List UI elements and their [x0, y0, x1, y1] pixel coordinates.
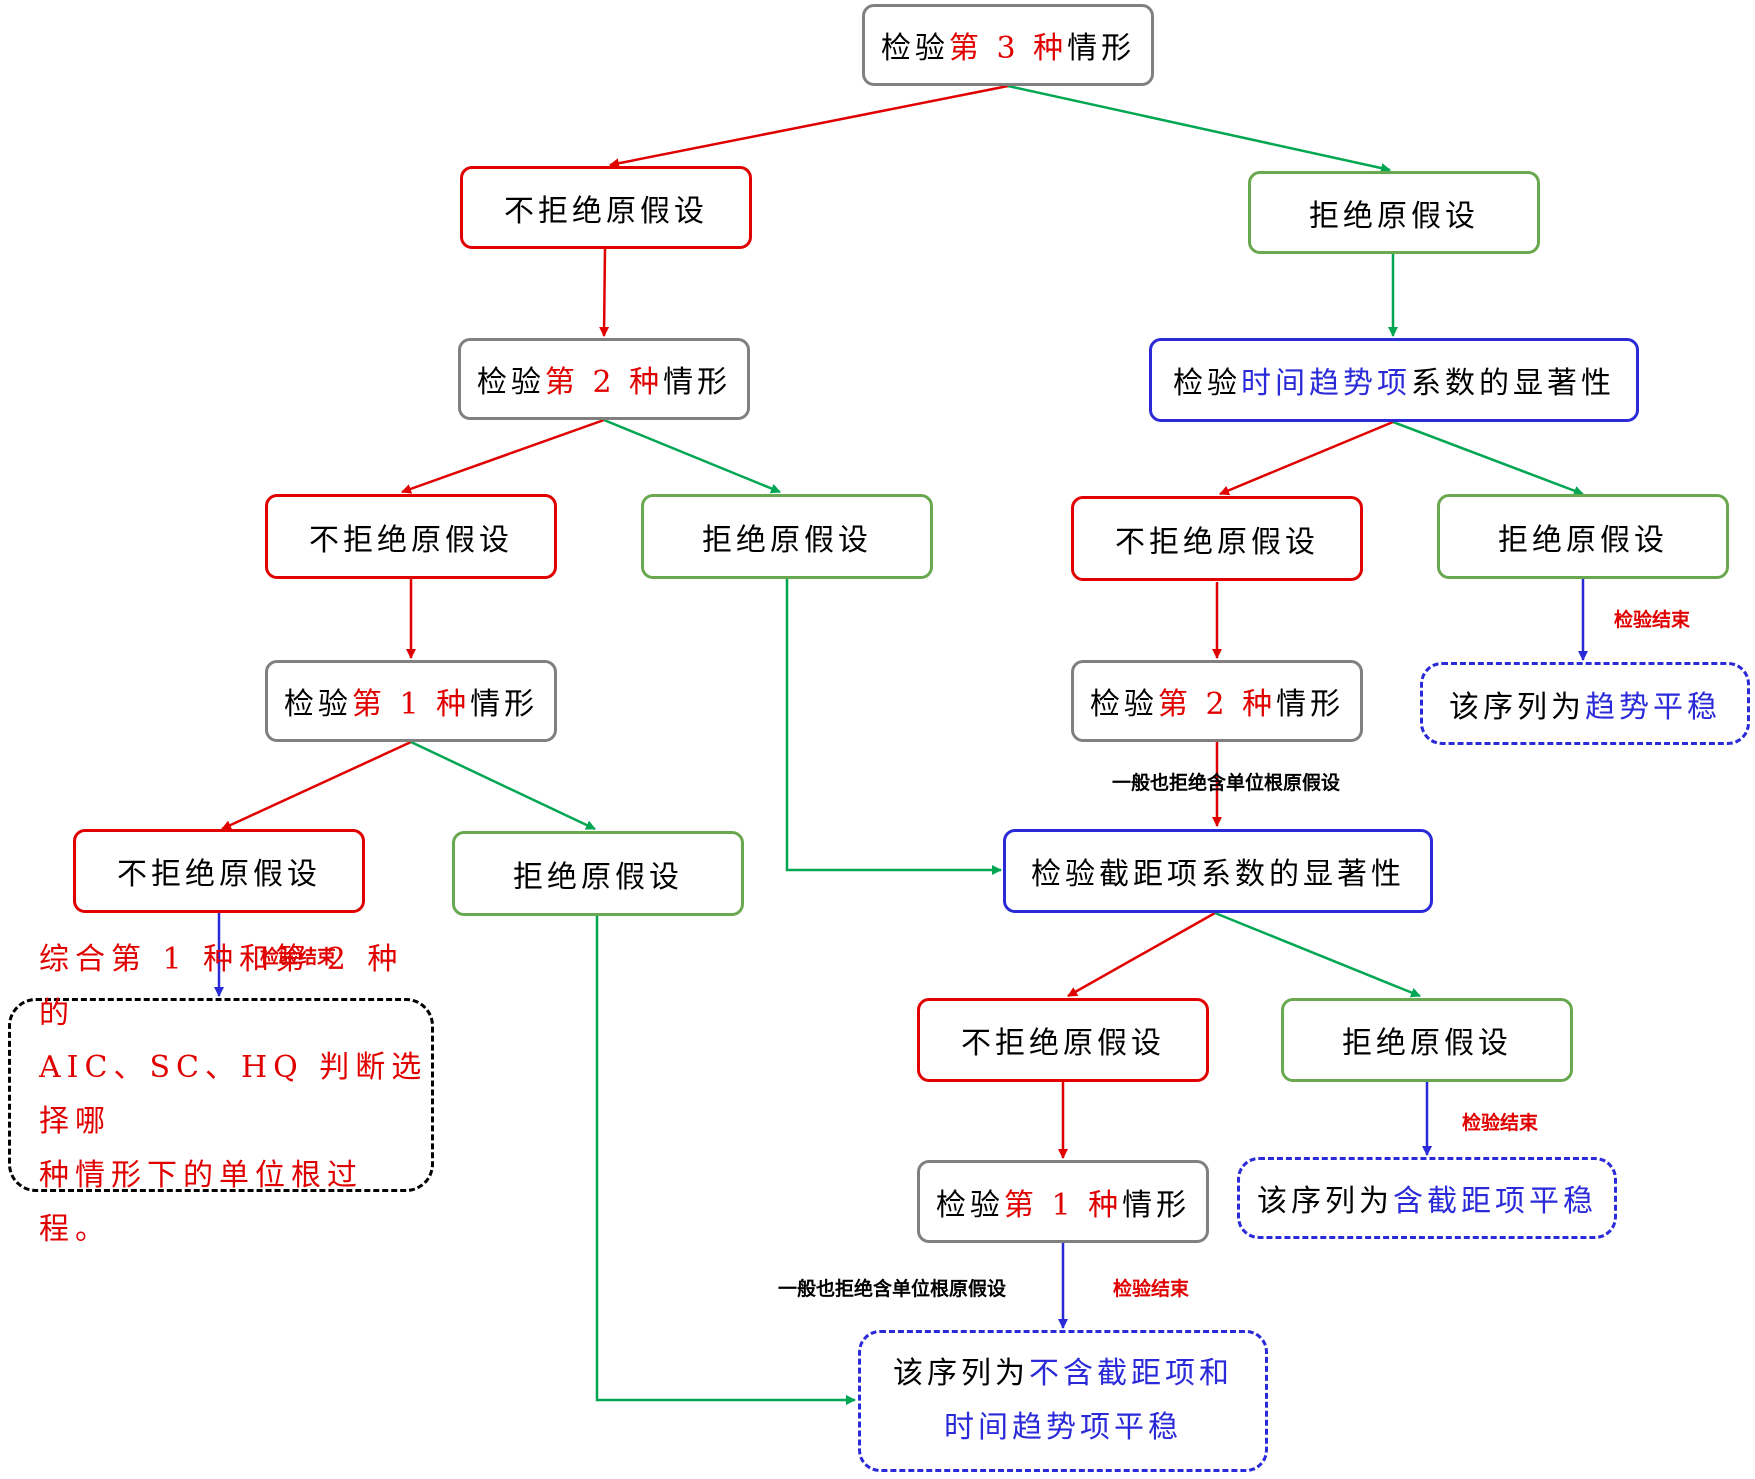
- edge-case2a-accept: [401, 418, 605, 494]
- note-end-no-intercept: 检验结束: [1113, 1278, 1190, 1300]
- node-case1a: 检验第 1 种情形: [265, 660, 557, 742]
- node-c1-accept: 不拒绝原假设: [73, 829, 365, 913]
- edge-case1a-accept: [221, 740, 412, 831]
- edge-case3-reject: [1007, 84, 1391, 173]
- node-case1a-highlight: 第 1 种: [351, 687, 471, 722]
- edge-trend-accept: [1219, 420, 1394, 496]
- edge-accept-case2a: [599, 247, 610, 337]
- node-case1b-highlight: 第 1 种: [1003, 1187, 1123, 1223]
- node-combine: 综合第 1 种和第 2 种的 AIC、SC、HQ 判断选择哪 种情形下的单位根过…: [8, 942, 434, 1247]
- node-case1b-prefix: 检验: [935, 1187, 1004, 1223]
- node-no-intercept-prefix: 该序列为: [893, 1356, 1029, 1391]
- node-case2b-prefix: 检验: [1089, 687, 1158, 722]
- note-end-combine: 检验结束: [260, 946, 337, 968]
- node-intercept-stationary: 该序列为含截距项平稳: [1237, 1157, 1617, 1239]
- node-case2b: 检验第 2 种情形: [1071, 660, 1363, 742]
- note-reject-unit-root-upper: 一般也拒绝含单位根原假设: [1112, 772, 1341, 794]
- note-reject-unit-root-lower: 一般也拒绝含单位根原假设: [778, 1278, 1007, 1300]
- node-root-accept: 不拒绝原假设: [460, 166, 752, 249]
- node-case1b: 检验第 1 种情形: [917, 1160, 1209, 1243]
- node-trend-test-prefix: 检验: [1173, 366, 1241, 401]
- node-case3-prefix: 检验: [880, 31, 949, 66]
- edge-case2a-reject: [603, 418, 781, 494]
- edge-trend-reject: [1392, 420, 1584, 496]
- node-case1a-prefix: 检验: [283, 687, 352, 722]
- node-t-reject: 拒绝原假设: [1437, 494, 1729, 579]
- node-root-reject: 拒绝原假设: [1248, 171, 1540, 254]
- node-intercept-stationary-highlight: 含截距项平稳: [1393, 1184, 1597, 1219]
- node-t-accept: 不拒绝原假设: [1071, 496, 1363, 581]
- node-combine-line1: 综合第 1 种和第 2 种的: [39, 942, 404, 1031]
- node-case2b-highlight: 第 2 种: [1157, 687, 1277, 722]
- node-c2-accept: 不拒绝原假设: [265, 494, 557, 579]
- node-trend-test-suffix: 系数的显著性: [1411, 366, 1615, 401]
- node-case3: 检验第 3 种情形: [862, 4, 1154, 86]
- node-trend-stationary-highlight: 趋势平稳: [1585, 689, 1721, 725]
- edge-case1a-reject: [410, 740, 596, 831]
- node-trend-stationary: 该序列为趋势平稳: [1420, 662, 1750, 745]
- node-combine-line3: 种情形下的单位根过程。: [39, 1158, 363, 1247]
- edge-intercept-accept: [1067, 911, 1216, 998]
- node-case2b-suffix: 情形: [1276, 687, 1345, 722]
- node-trend-test: 检验时间趋势项系数的显著性: [1149, 338, 1639, 422]
- note-end-intercept-stationary: 检验结束: [1462, 1112, 1539, 1134]
- node-intercept-stationary-prefix: 该序列为: [1257, 1184, 1393, 1219]
- node-case3-highlight: 第 3 种: [948, 31, 1068, 66]
- node-case2a-highlight: 第 2 种: [544, 365, 664, 400]
- node-i-reject: 拒绝原假设: [1281, 998, 1573, 1082]
- node-case1a-suffix: 情形: [470, 687, 539, 722]
- node-case2a: 检验第 2 种情形: [458, 338, 750, 420]
- node-c2-reject: 拒绝原假设: [641, 494, 933, 579]
- node-no-intercept-line1: 该序列为不含截距项和: [893, 1347, 1233, 1401]
- edge-c1reject-nointercept: [595, 916, 856, 1405]
- node-trend-stationary-prefix: 该序列为: [1449, 689, 1585, 725]
- node-case2a-prefix: 检验: [476, 365, 545, 400]
- node-case1b-suffix: 情形: [1122, 1187, 1191, 1223]
- edge-case3-accept: [609, 84, 1009, 169]
- node-case3-suffix: 情形: [1067, 31, 1136, 66]
- node-i-accept: 不拒绝原假设: [917, 998, 1209, 1082]
- node-c1-reject: 拒绝原假设: [452, 831, 744, 916]
- node-intercept-test: 检验截距项系数的显著性: [1003, 829, 1433, 913]
- node-no-intercept-line2: 时间趋势项平稳: [944, 1410, 1182, 1445]
- node-combine-line2: AIC、SC、HQ 判断选择哪: [39, 1050, 428, 1139]
- node-no-intercept-highlight1: 不含截距项和: [1029, 1356, 1233, 1391]
- node-case2a-suffix: 情形: [663, 365, 732, 400]
- node-trend-test-highlight: 时间趋势项: [1241, 366, 1411, 401]
- node-no-intercept: 该序列为不含截距项和 时间趋势项平稳: [858, 1330, 1268, 1472]
- edge-c2reject-intercept: [785, 579, 1002, 875]
- note-end-trend-stationary: 检验结束: [1614, 609, 1691, 631]
- edge-intercept-reject: [1214, 911, 1421, 998]
